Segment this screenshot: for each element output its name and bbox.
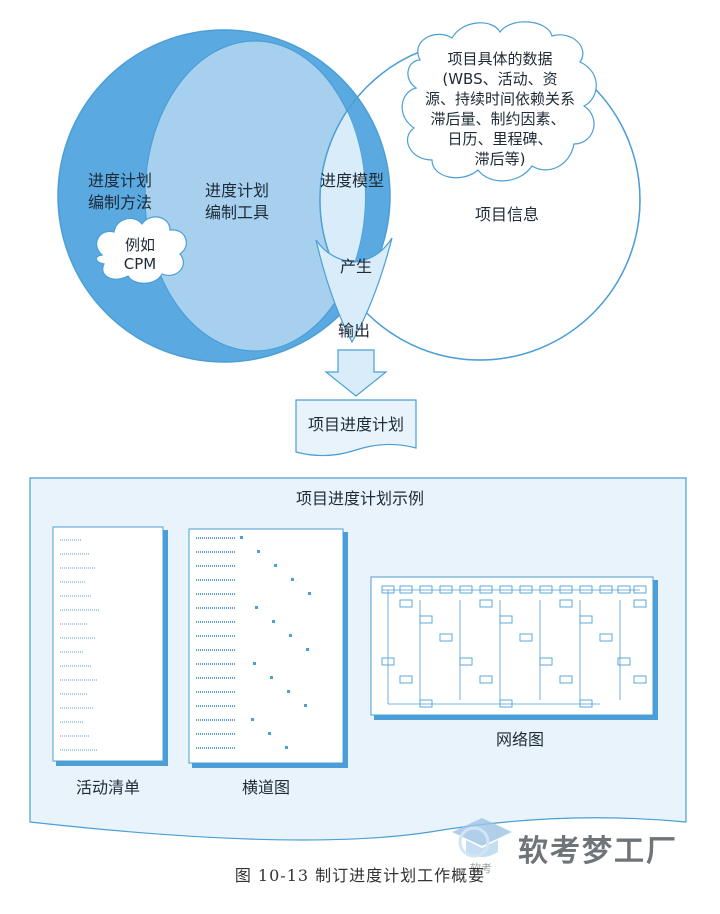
network-node — [439, 633, 453, 642]
network-node — [419, 585, 433, 594]
network-node — [519, 633, 533, 642]
examples-title: 项目进度计划示例 — [296, 489, 424, 508]
gantt-bar — [274, 564, 277, 567]
produce-label: 产生 — [340, 257, 372, 276]
gantt-bar — [272, 620, 275, 623]
info-cloud-line: 源、持续时间依赖关系 — [425, 90, 575, 108]
gantt-bar — [287, 690, 290, 693]
bar-chart-rows — [196, 536, 311, 749]
info-label: 项目信息 — [475, 205, 539, 224]
network-node — [559, 675, 573, 684]
gantt-bar — [251, 718, 254, 721]
cpm-example-line1: 例如 — [125, 236, 155, 254]
watermark-text: 软考梦工厂 — [518, 834, 678, 869]
network-node — [419, 615, 433, 624]
gantt-bar — [304, 704, 307, 707]
figure-caption: 图 10-13 制订进度计划工作概要 — [234, 866, 486, 885]
network-node — [559, 585, 573, 594]
gantt-bar — [270, 676, 273, 679]
activity-list-label: 活动清单 — [76, 778, 140, 797]
network-node — [599, 633, 613, 642]
network-node — [633, 599, 647, 608]
bar-chart-label: 横道图 — [242, 778, 290, 797]
gantt-bar — [268, 732, 271, 735]
network-node — [633, 675, 647, 684]
info-cloud-line: 滞后等) — [475, 150, 526, 168]
network-node — [539, 585, 553, 594]
network-node — [499, 585, 513, 594]
info-cloud-line: 日历、里程碑、 — [447, 130, 552, 148]
gantt-bar — [306, 648, 309, 651]
network-node — [519, 585, 533, 594]
gantt-bar — [253, 662, 256, 665]
method-label-line2: 编制方法 — [88, 193, 152, 212]
gantt-bar — [291, 578, 294, 581]
gantt-bar — [255, 606, 258, 609]
info-cloud-line: (WBS、活动、资 — [442, 70, 557, 88]
network-node — [539, 657, 553, 666]
network-node — [499, 615, 513, 624]
network-node — [479, 675, 493, 684]
network-node — [617, 585, 631, 594]
tool-label-line1: 进度计划 — [205, 181, 269, 200]
network-node — [399, 599, 413, 608]
schedule-label: 项目进度计划 — [308, 415, 404, 434]
network-node — [479, 599, 493, 608]
info-cloud-line: 项目具体的数据 — [447, 50, 552, 68]
network-node — [439, 585, 453, 594]
gantt-bar — [285, 746, 288, 749]
network-node — [579, 585, 593, 594]
network-node — [459, 657, 473, 666]
tool-label-line2: 编制工具 — [205, 203, 269, 222]
network-node — [499, 699, 513, 708]
network-nodes — [381, 585, 647, 708]
network-node — [633, 585, 647, 594]
network-node — [399, 675, 413, 684]
network-node — [599, 585, 613, 594]
network-label: 网络图 — [496, 730, 544, 749]
model-funnel — [315, 237, 393, 344]
network-node — [419, 699, 433, 708]
info-cloud-line: 滞后量、制约因素、 — [430, 110, 565, 128]
network-node — [559, 599, 573, 608]
activity-list-doc: 活动清单 — [52, 526, 168, 797]
watermark-small-text: 软考 — [470, 862, 492, 875]
model-label: 进度模型 — [320, 171, 384, 190]
activity-list-lines — [60, 539, 99, 751]
bar-chart-doc: 横道图 — [188, 528, 348, 797]
method-label-line1: 进度计划 — [88, 171, 152, 190]
gantt-bar — [257, 550, 260, 553]
network-doc: 网络图 — [370, 576, 658, 749]
gantt-bar — [308, 592, 311, 595]
cpm-cloud — [95, 216, 187, 284]
schedule-document: 项目进度计划 — [295, 399, 417, 457]
info-cloud — [401, 21, 597, 182]
watermark-logo — [452, 818, 512, 858]
output-arrow — [324, 349, 388, 397]
network-node — [579, 615, 593, 624]
network-node — [479, 585, 493, 594]
network-node — [399, 585, 413, 594]
network-node — [459, 585, 473, 594]
cpm-example-line2: CPM — [124, 255, 156, 273]
gantt-bar — [240, 536, 243, 539]
network-node — [617, 657, 631, 666]
output-label: 输出 — [338, 321, 370, 340]
gantt-bar — [289, 634, 292, 637]
network-node — [579, 699, 593, 708]
